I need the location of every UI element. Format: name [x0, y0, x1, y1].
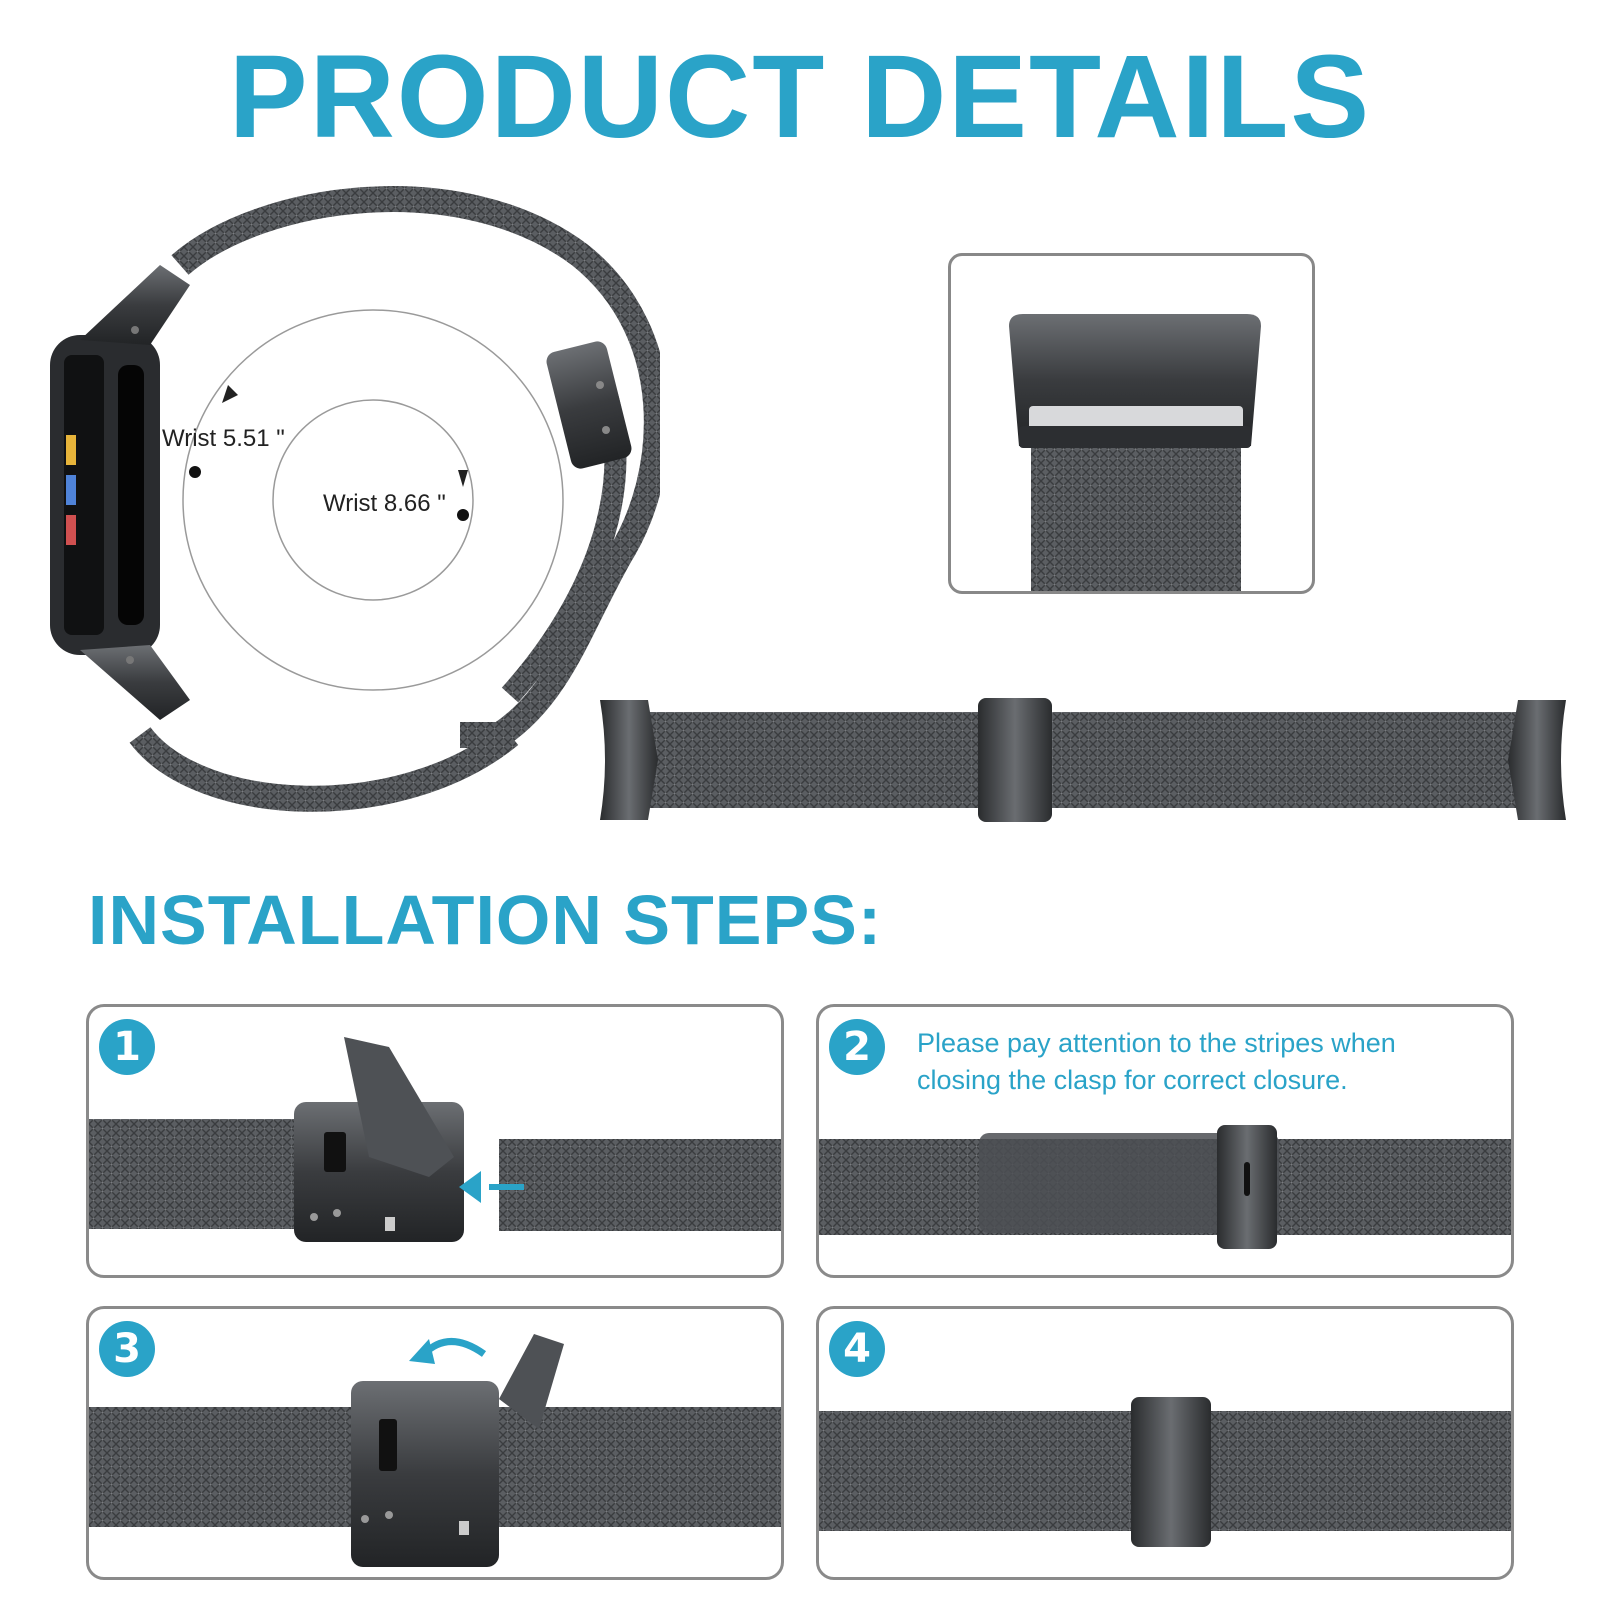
page-title: PRODUCT DETAILS [228, 31, 1372, 163]
step-badge-3: 3 [99, 1321, 155, 1377]
min-wrist-label: Wrist 5.51 " [162, 425, 285, 452]
watch-band-view: Wrist 5.51 " Wrist 8.66 " [40, 175, 670, 835]
step-badge-1: 1 [99, 1019, 155, 1075]
band-connector-closeup-icon [1009, 314, 1261, 591]
step-badge-2: 2 [829, 1019, 885, 1075]
max-size-marker [457, 509, 469, 521]
step-card-4: 4 [816, 1306, 1514, 1580]
step-card-1: 1 [86, 1004, 784, 1278]
arrow-left-icon [459, 1171, 524, 1203]
step-3-illustration [89, 1334, 781, 1567]
step-1-illustration [89, 1037, 781, 1242]
max-wrist-label: Wrist 8.66 " [323, 490, 446, 517]
wrist-size-diagram [182, 309, 564, 691]
step-card-2: 2 Please pay attention to the stripes wh… [816, 1004, 1514, 1278]
connector-closeup [948, 253, 1315, 594]
min-size-marker [189, 466, 201, 478]
step-card-3: 3 [86, 1306, 784, 1580]
step-4-illustration [819, 1397, 1511, 1547]
step-2-note: Please pay attention to the stripes when… [917, 1028, 1396, 1095]
step-badge-4: 4 [829, 1321, 885, 1377]
watch-with-mesh-band-icon [50, 186, 670, 812]
curved-arrow-icon [409, 1338, 487, 1364]
flat-mesh-band-icon [600, 698, 1566, 822]
step-2-illustration [819, 1125, 1511, 1249]
flat-band-view [598, 690, 1568, 830]
installation-title: INSTALLATION STEPS: [88, 881, 883, 959]
